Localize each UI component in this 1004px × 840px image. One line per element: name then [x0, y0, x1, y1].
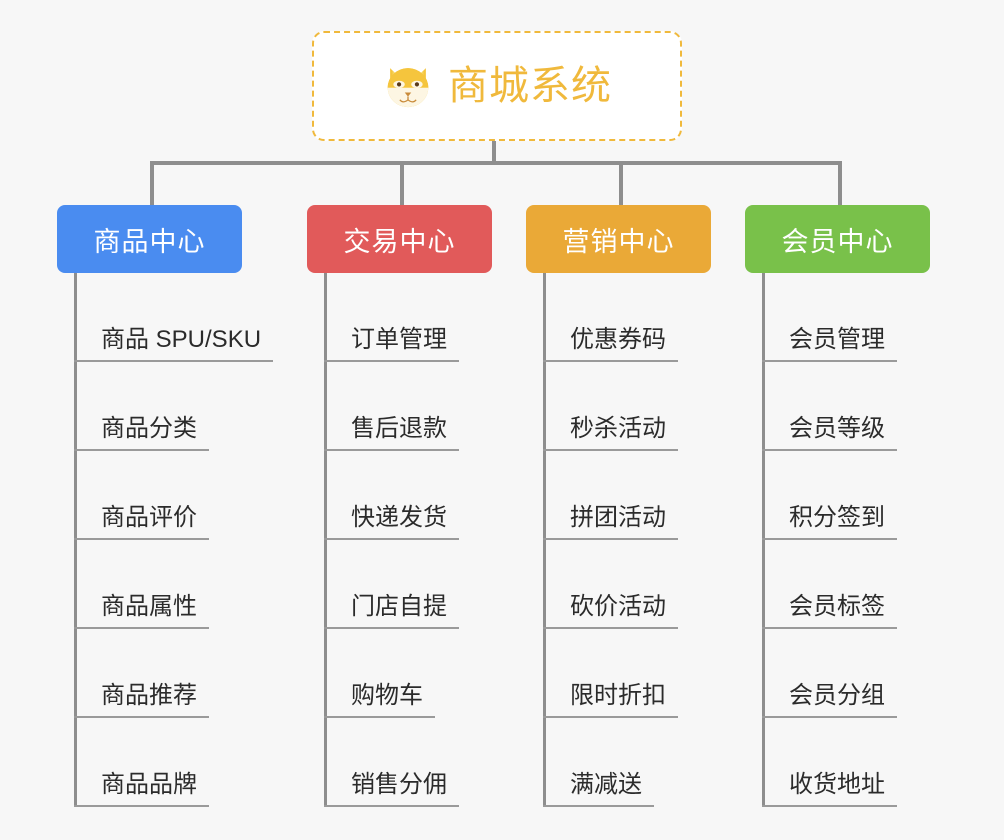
list-item-label: 快递发货	[324, 504, 459, 540]
list-item-label: 秒杀活动	[543, 415, 678, 451]
list-item-label: 售后退款	[324, 415, 459, 451]
list-item[interactable]: 拼团活动	[543, 451, 678, 540]
list-item[interactable]: 会员分组	[762, 629, 897, 718]
shiba-dog-icon	[387, 68, 429, 108]
connector-drop-1	[150, 161, 154, 207]
list-item[interactable]: 销售分佣	[324, 718, 459, 807]
list-item[interactable]: 会员等级	[762, 362, 897, 451]
list-item-label: 满减送	[543, 771, 654, 807]
column-spine	[762, 273, 765, 807]
list-item-label: 砍价活动	[543, 593, 678, 629]
list-item-label: 会员分组	[762, 682, 897, 718]
list-item-label: 商品评价	[74, 504, 209, 540]
list-item-label: 收货地址	[762, 771, 897, 807]
list-item-label: 商品分类	[74, 415, 209, 451]
list-item[interactable]: 满减送	[543, 718, 678, 807]
list-item-label: 会员等级	[762, 415, 897, 451]
list-item-label: 商品属性	[74, 593, 209, 629]
connector-drop-3	[619, 161, 623, 207]
list-item[interactable]: 积分签到	[762, 451, 897, 540]
list-item[interactable]: 商品品牌	[74, 718, 273, 807]
column-spine	[543, 273, 546, 807]
list-item[interactable]: 门店自提	[324, 540, 459, 629]
category-box[interactable]: 营销中心	[526, 205, 711, 273]
list-item[interactable]: 商品推荐	[74, 629, 273, 718]
connector-root-stem	[492, 141, 496, 163]
list-item-label: 商品推荐	[74, 682, 209, 718]
category-box[interactable]: 交易中心	[307, 205, 492, 273]
list-item-label: 购物车	[324, 682, 435, 718]
list-item[interactable]: 售后退款	[324, 362, 459, 451]
connector-bus	[150, 161, 842, 165]
connector-drop-2	[400, 161, 404, 207]
list-item[interactable]: 会员标签	[762, 540, 897, 629]
list-item-label: 优惠券码	[543, 326, 678, 362]
list-item[interactable]: 会员管理	[762, 273, 897, 362]
column-spine	[324, 273, 327, 807]
list-item[interactable]: 商品评价	[74, 451, 273, 540]
list-item[interactable]: 商品分类	[74, 362, 273, 451]
list-item[interactable]: 限时折扣	[543, 629, 678, 718]
list-item[interactable]: 购物车	[324, 629, 459, 718]
list-item-label: 会员标签	[762, 593, 897, 629]
list-item[interactable]: 商品 SPU/SKU	[74, 273, 274, 362]
list-item[interactable]: 秒杀活动	[543, 362, 678, 451]
column-spine	[74, 273, 77, 807]
leaf-list: 订单管理 售后退款 快递发货 门店自提 购物车 销售分佣	[324, 273, 459, 807]
list-item-label: 商品品牌	[74, 771, 209, 807]
leaf-list: 优惠券码 秒杀活动 拼团活动 砍价活动 限时折扣 满减送	[543, 273, 678, 807]
list-item-label: 商品 SPU/SKU	[74, 326, 274, 362]
category-box[interactable]: 会员中心	[745, 205, 930, 273]
list-item[interactable]: 优惠券码	[543, 273, 678, 362]
list-item[interactable]: 砍价活动	[543, 540, 678, 629]
list-item[interactable]: 快递发货	[324, 451, 459, 540]
leaf-list: 商品 SPU/SKU 商品分类 商品评价 商品属性 商品推荐 商品品牌	[74, 273, 274, 807]
list-item-label: 销售分佣	[324, 771, 459, 807]
list-item-label: 门店自提	[324, 593, 459, 629]
list-item-label: 订单管理	[324, 326, 459, 362]
connector-drop-4	[838, 161, 842, 207]
list-item-label: 积分签到	[762, 504, 897, 540]
list-item-label: 拼团活动	[543, 504, 678, 540]
list-item[interactable]: 商品属性	[74, 540, 273, 629]
list-item-label: 会员管理	[762, 326, 897, 362]
list-item[interactable]: 收货地址	[762, 718, 897, 807]
category-box[interactable]: 商品中心	[57, 205, 242, 273]
leaf-list: 会员管理 会员等级 积分签到 会员标签 会员分组 收货地址	[762, 273, 897, 807]
root-title: 商城系统	[448, 64, 612, 108]
list-item-label: 限时折扣	[543, 682, 678, 718]
root-node[interactable]: 商城系统	[312, 31, 682, 141]
list-item[interactable]: 订单管理	[324, 273, 459, 362]
